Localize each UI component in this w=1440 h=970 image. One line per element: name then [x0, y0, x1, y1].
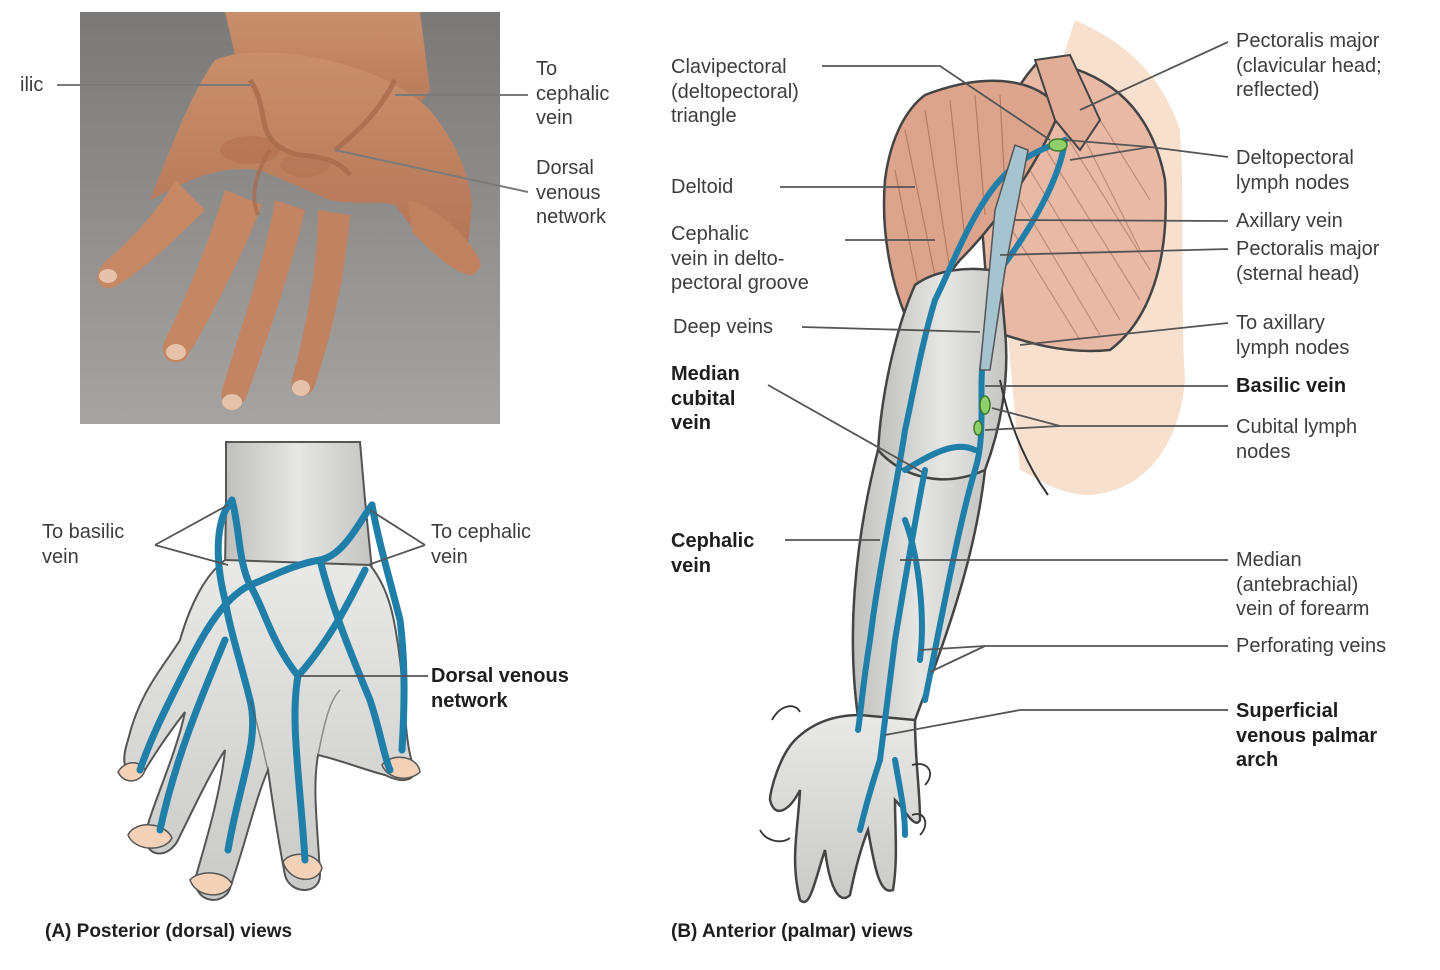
deltopectoral-lymph-node	[1048, 138, 1068, 152]
label-dorsal-venous-network: Dorsal venous network	[431, 665, 569, 712]
palm-hand	[768, 713, 922, 904]
label-median-cubital-vein: Median cubital vein	[671, 363, 740, 434]
label-deltoid: Deltoid	[671, 176, 734, 198]
cubital-lymph-node	[979, 395, 991, 415]
axillary-vein-shape	[979, 144, 1029, 371]
label-to-cephalic: To cephalic vein	[431, 521, 532, 568]
label-basilic-cut: ilic	[20, 74, 44, 96]
cubital-lymph-node-2	[973, 420, 983, 436]
label-deltopectoral-nodes: Deltopectoral lymph nodes	[1236, 147, 1354, 194]
panel-b-leader-lines	[767, 41, 1229, 736]
label-clavipectoral-triangle: Clavipectoral (deltopectoral) triangle	[671, 56, 799, 127]
label-median-antebrachial: Median (antebrachial) vein of forearm	[1236, 549, 1370, 620]
label-deep-veins: Deep veins	[673, 316, 774, 338]
label-pectoralis-clavicular: Pectoralis major (clavicular head; refle…	[1236, 30, 1382, 101]
label-palmar-arch: Superficial venous palmar arch	[1236, 700, 1378, 771]
label-basilic-vein: Basilic vein	[1236, 375, 1347, 397]
dorsal-hand-photo	[80, 12, 500, 424]
drawing-leader-lines	[154, 504, 428, 677]
anterior-arm-illustration	[759, 20, 1185, 904]
label-photo-dorsal-network: Dorsal venous network	[536, 157, 607, 228]
label-axillary-vein: Axillary vein	[1236, 210, 1343, 232]
dorsal-hand-illustration	[117, 441, 421, 901]
label-cephalic-vein: Cephalic vein	[671, 530, 755, 577]
label-pectoralis-sternal: Pectoralis major (sternal head)	[1236, 238, 1380, 285]
photo-leader-lines	[57, 84, 529, 193]
label-cubital-nodes: Cubital lymph nodes	[1236, 416, 1358, 463]
label-to-axillary-nodes: To axillary lymph nodes	[1236, 312, 1350, 359]
clavicular-head-reflected	[1033, 53, 1102, 152]
label-to-basilic: To basilic vein	[42, 521, 125, 568]
caption-panel-a: (A) Posterior (dorsal) views	[45, 921, 293, 942]
label-cephalic-groove: Cephalic vein in delto- pectoral groove	[671, 223, 809, 294]
label-perforating-veins: Perforating veins	[1236, 635, 1387, 657]
label-photo-to-cephalic: To cephalic vein	[536, 58, 610, 129]
caption-panel-b: (B) Anterior (palmar) views	[671, 921, 914, 942]
